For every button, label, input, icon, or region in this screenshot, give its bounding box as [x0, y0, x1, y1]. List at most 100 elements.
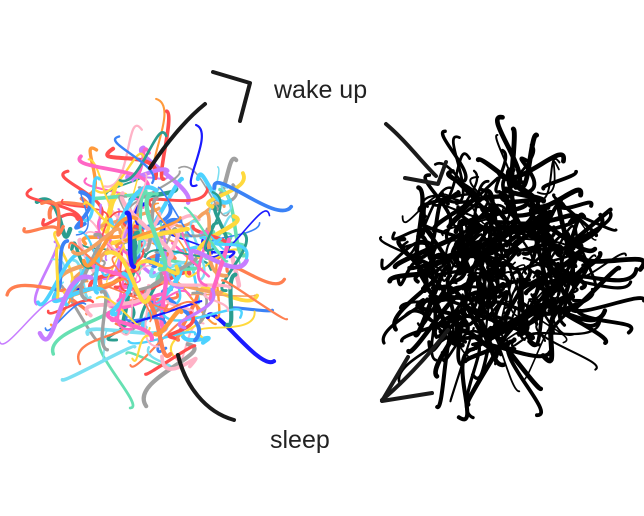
- colorful-scribble-stroke: [159, 271, 169, 332]
- cycle-arrows: [148, 70, 450, 422]
- colorful-scribble-stroke: [221, 279, 289, 321]
- colorful-scribble-stroke: [191, 291, 208, 325]
- black-scribble-stroke: [440, 329, 485, 363]
- wake-up-label: wake up: [274, 76, 368, 104]
- colorful-scribble-stroke: [124, 210, 137, 270]
- arrow-right-down: [384, 122, 438, 178]
- colorful-scribble-stroke: [208, 237, 231, 302]
- black-scribble-stroke: [439, 248, 477, 282]
- black-scribble-stroke: [465, 179, 490, 233]
- colorful-scribble-stroke: [167, 230, 181, 267]
- black-scribble-stroke: [544, 260, 578, 295]
- black-scribble-stroke: [541, 169, 579, 191]
- colorful-scribble-stroke: [22, 225, 61, 234]
- black-scribble-stroke: [457, 219, 511, 289]
- black-scribble-stroke: [396, 236, 429, 291]
- colorful-scribble-stroke: [44, 302, 87, 332]
- colorful-scribble-stroke: [99, 290, 109, 352]
- black-scribble-stroke: [501, 176, 526, 240]
- colorful-scribble-stroke: [74, 190, 93, 230]
- colorful-scribble-stroke: [212, 180, 294, 213]
- black-scribble-stroke: [419, 205, 429, 239]
- colorful-scribble-stroke: [114, 135, 155, 185]
- colorful-scribble-stroke: [169, 280, 232, 290]
- colorful-scribble-stroke: [206, 171, 246, 209]
- colorful-scribble-stroke: [188, 249, 249, 270]
- colorful-scribble-stroke: [119, 264, 153, 336]
- colorful-scribble-stroke: [178, 165, 231, 217]
- black-scribble-stroke: [494, 148, 508, 194]
- colorful-scribble-stroke: [157, 186, 193, 238]
- colorful-scribble-stroke: [195, 172, 233, 205]
- black-scribble-stroke: [541, 225, 575, 267]
- colorful-scribble-stroke: [204, 191, 222, 252]
- arrow-right-bottom-head: [380, 355, 434, 403]
- black-scribble-stroke: [535, 324, 598, 371]
- colorful-scribble-stroke: [160, 307, 243, 322]
- colorful-scribble-stroke: [60, 198, 109, 218]
- black-scribble-stroke: [387, 267, 436, 284]
- colorful-scribble-stroke: [189, 293, 256, 297]
- colorful-scribble-stroke: [205, 312, 277, 365]
- black-scribble-stroke: [564, 212, 605, 259]
- black-scribble-stroke: [485, 274, 493, 349]
- black-scribble-stroke: [445, 273, 460, 339]
- black-scribble-stroke: [457, 243, 480, 275]
- black-scribble-stroke: [417, 265, 446, 305]
- black-scribble-stroke: [464, 203, 508, 230]
- colorful-scribble-stroke: [153, 202, 188, 265]
- colorful-scribble-stroke: [189, 220, 206, 282]
- black-scribble-stroke: [464, 251, 480, 296]
- black-scribble-stroke: [464, 342, 481, 420]
- black-scribble-stroke: [534, 158, 561, 203]
- colorful-scribble-stroke: [144, 344, 197, 376]
- colorful-scribble-stroke: [131, 334, 152, 362]
- black-scribble-stroke: [415, 298, 470, 335]
- colorful-scribble-stroke: [46, 298, 95, 315]
- colorful-scribble-stroke: [127, 330, 197, 345]
- arrow-left-bottom: [176, 353, 236, 422]
- colorful-scribble-stroke: [0, 297, 65, 345]
- black-scribble-stroke: [433, 161, 489, 209]
- black-scribble-stroke: [414, 185, 425, 264]
- black-scribble-stroke: [470, 297, 508, 322]
- black-scribble-stroke: [452, 237, 487, 253]
- black-scribble-stroke: [576, 252, 627, 279]
- black-scribble-stroke: [511, 332, 547, 348]
- arrow-left-up-head: [211, 70, 252, 123]
- arrow-right-down-head: [403, 160, 448, 186]
- colorful-scribble-stroke: [41, 212, 80, 227]
- colorful-scribble-stroke: [144, 191, 168, 272]
- black-scribble-stroke: [470, 307, 536, 341]
- arrow-left-up: [148, 102, 207, 170]
- colorful-scribble-stroke: [153, 289, 192, 305]
- colorful-scribble-stroke: [40, 200, 65, 237]
- colorful-scribble-stroke: [147, 183, 210, 210]
- black-scribble-stroke: [435, 333, 455, 410]
- colorful-scribble-stroke: [214, 237, 249, 260]
- black-scribble-stroke: [521, 201, 566, 256]
- black-scribble-stroke: [563, 278, 633, 290]
- colorful-scribble-stroke: [183, 206, 229, 263]
- colorful-scribble-stroke: [119, 191, 174, 261]
- colorful-scribble-stroke: [115, 216, 182, 249]
- colorful-scribble-stroke: [37, 274, 94, 342]
- colorful-scribble-stroke: [75, 190, 90, 236]
- black-scribble-stroke: [469, 176, 513, 248]
- colorful-scribble-stroke: [118, 131, 168, 183]
- colorful-scribble-stroke: [87, 158, 114, 205]
- black-scribble-stroke: [480, 254, 496, 329]
- black-scribble-stroke: [487, 327, 544, 392]
- colorful-scribble-stroke: [153, 308, 184, 337]
- black-scribble-stroke: [536, 160, 560, 195]
- colorful-scribble-stroke: [97, 338, 135, 410]
- black-scribble-stroke: [531, 269, 548, 313]
- black-scribble-stroke: [455, 319, 486, 344]
- colorful-scribble-stroke: [203, 292, 230, 312]
- black-scribble-stroke: [538, 236, 588, 261]
- black-scribble-stroke: [456, 205, 522, 257]
- black-scribble-stroke: [573, 302, 634, 335]
- colorful-scribble-stroke: [110, 226, 190, 246]
